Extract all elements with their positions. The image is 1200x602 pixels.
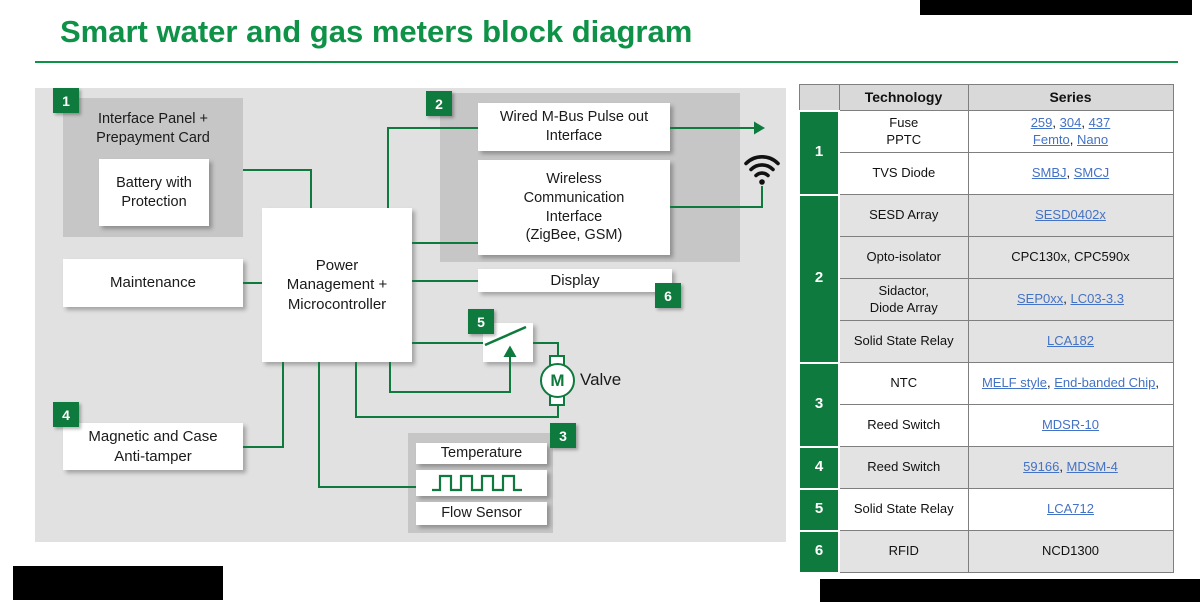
group-number-3: 3 bbox=[798, 361, 840, 448]
technology-cell: Reed Switch bbox=[838, 446, 969, 489]
redacted-logo bbox=[920, 0, 1192, 15]
series-cell: NCD1300 bbox=[967, 530, 1174, 573]
wifi-icon bbox=[740, 150, 784, 191]
technology-cell: Solid State Relay bbox=[838, 488, 969, 531]
series-link[interactable]: SESD0402x bbox=[1035, 207, 1106, 223]
group-number-4: 4 bbox=[798, 445, 840, 490]
series-cell: CPC130x, CPC590x bbox=[967, 236, 1174, 279]
series-link[interactable]: LCA182 bbox=[1047, 333, 1094, 349]
badge-5: 5 bbox=[468, 309, 494, 334]
technology-cell: Reed Switch bbox=[838, 404, 969, 447]
series-link[interactable]: End-banded Chip bbox=[1054, 375, 1156, 391]
badge-4: 4 bbox=[53, 402, 79, 427]
series-link[interactable]: 437 bbox=[1088, 115, 1111, 131]
redacted-footer-right bbox=[820, 579, 1200, 602]
series-link[interactable]: MDSM-4 bbox=[1066, 459, 1118, 475]
series-link[interactable]: MDSR-10 bbox=[1041, 417, 1100, 433]
series-link[interactable]: SMBJ bbox=[1031, 165, 1067, 181]
series-cell: LCA712 bbox=[967, 488, 1174, 531]
series-cell: 59166, MDSM-4 bbox=[967, 446, 1174, 489]
block-maintenance: Maintenance bbox=[63, 259, 243, 307]
redacted-footer-left bbox=[13, 566, 223, 600]
table-header-number bbox=[798, 84, 840, 111]
badge-2: 2 bbox=[426, 91, 452, 116]
badge-1: 1 bbox=[53, 88, 79, 113]
series-link[interactable]: 259 bbox=[1030, 115, 1053, 131]
technology-cell: RFID bbox=[838, 530, 969, 573]
title-underline bbox=[35, 61, 1178, 63]
group-number-1: 1 bbox=[798, 109, 840, 196]
series-link[interactable]: 59166 bbox=[1023, 459, 1060, 475]
series-link[interactable]: Femto bbox=[1032, 131, 1070, 147]
valve-motor-icon: M bbox=[540, 363, 575, 398]
technology-cell: Sidactor,Diode Array bbox=[838, 278, 969, 321]
series-cell: LCA182 bbox=[967, 320, 1174, 363]
series-link[interactable]: 304 bbox=[1059, 115, 1082, 131]
valve-label: Valve bbox=[580, 370, 622, 389]
series-cell: SESD0402x bbox=[967, 194, 1174, 237]
table-header-technology: Technology bbox=[838, 84, 969, 111]
series-link[interactable]: SEP0xx bbox=[1017, 291, 1064, 307]
technology-cell: TVS Diode bbox=[838, 152, 969, 195]
pulse-waveform-icon bbox=[416, 470, 547, 496]
series-cell: MDSR-10 bbox=[967, 404, 1174, 447]
series-cell: MELF style, End-banded Chip, bbox=[967, 362, 1174, 405]
technology-cell: NTC bbox=[838, 362, 969, 405]
table-header-series: Series bbox=[967, 84, 1174, 111]
page-title: Smart water and gas meters block diagram bbox=[60, 14, 693, 49]
block-display: Display bbox=[478, 269, 672, 292]
group-number-2: 2 bbox=[798, 193, 840, 364]
technology-cell: Solid State Relay bbox=[838, 320, 969, 363]
technology-cell: SESD Array bbox=[838, 194, 969, 237]
block-temperature: Temperature bbox=[416, 443, 547, 464]
group-number-6: 6 bbox=[798, 529, 840, 574]
technology-cell: Opto-isolator bbox=[838, 236, 969, 279]
badge-6: 6 bbox=[655, 283, 681, 308]
interface-panel-label: Interface Panel +Prepayment Card bbox=[96, 111, 210, 146]
block-flow-sensor: Flow Sensor bbox=[416, 502, 547, 525]
group-number-5: 5 bbox=[798, 487, 840, 532]
series-link[interactable]: MELF style bbox=[981, 375, 1047, 391]
series-link[interactable]: LC03-3.3 bbox=[1070, 291, 1124, 307]
series-cell: SEP0xx, LC03-3.3 bbox=[967, 278, 1174, 321]
series-link[interactable]: LCA712 bbox=[1047, 501, 1094, 517]
badge-3: 3 bbox=[550, 423, 576, 448]
series-link[interactable]: Nano bbox=[1077, 131, 1109, 147]
series-link[interactable]: SMCJ bbox=[1073, 165, 1110, 181]
series-cell: SMBJ, SMCJ bbox=[967, 152, 1174, 195]
